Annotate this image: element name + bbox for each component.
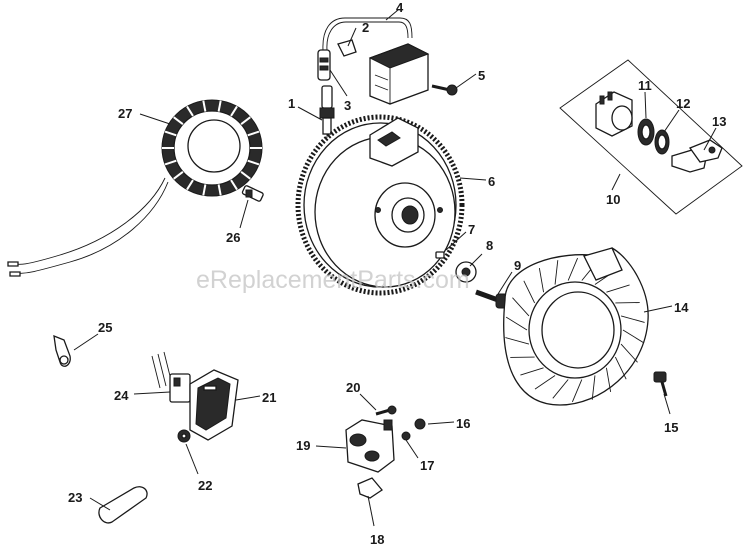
callout-9[interactable]: 9 <box>514 258 521 273</box>
callout-26[interactable]: 26 <box>226 230 240 245</box>
ignition-keys[interactable] <box>671 139 723 173</box>
lead-clip[interactable] <box>337 39 357 57</box>
starter-solenoid[interactable] <box>345 419 395 473</box>
blower-housing[interactable] <box>503 247 649 406</box>
callout-22[interactable]: 22 <box>198 478 212 493</box>
rectifier-regulator[interactable] <box>189 369 239 441</box>
stator-screw[interactable] <box>241 185 264 202</box>
solenoid-clip[interactable] <box>357 477 383 499</box>
insulator-sleeve[interactable] <box>98 486 148 524</box>
callout-16[interactable]: 16 <box>456 416 470 431</box>
callout-11[interactable]: 11 <box>638 78 652 93</box>
watermark: eReplacementParts.com <box>196 266 470 294</box>
callout-6[interactable]: 6 <box>488 174 495 189</box>
flywheel-washer[interactable] <box>455 261 477 283</box>
callout-19[interactable]: 19 <box>296 438 310 453</box>
callout-21[interactable]: 21 <box>262 390 276 405</box>
rectifier-screw[interactable] <box>177 429 191 443</box>
callout-8[interactable]: 8 <box>486 238 493 253</box>
flywheel[interactable] <box>295 114 465 296</box>
solenoid-washer[interactable] <box>401 431 411 441</box>
callout-14[interactable]: 14 <box>674 300 689 315</box>
ignition-module[interactable] <box>322 17 430 105</box>
spark-plug[interactable] <box>319 85 335 140</box>
callout-23[interactable]: 23 <box>68 490 82 505</box>
leader-lines <box>73 9 717 527</box>
switch-nut[interactable] <box>637 118 655 146</box>
callout-10[interactable]: 10 <box>606 192 620 207</box>
callout-20[interactable]: 20 <box>346 380 360 395</box>
callout-25[interactable]: 25 <box>98 320 112 335</box>
blower-screw[interactable] <box>653 371 668 397</box>
callout-2[interactable]: 2 <box>362 20 369 35</box>
callout-3[interactable]: 3 <box>344 98 351 113</box>
solenoid-screw[interactable] <box>375 405 397 416</box>
callout-4[interactable]: 4 <box>396 0 404 15</box>
stator[interactable] <box>7 99 263 277</box>
callout-5[interactable]: 5 <box>478 68 485 83</box>
callout-17[interactable]: 17 <box>420 458 434 473</box>
wire-connector[interactable] <box>151 351 191 403</box>
spark-plug-terminal[interactable] <box>317 49 331 81</box>
callout-24[interactable]: 24 <box>114 388 129 403</box>
key-switch[interactable] <box>595 91 633 137</box>
callouts: 1 2 3 4 5 6 7 8 9 10 11 12 13 14 15 16 1… <box>68 0 726 547</box>
switch-bezel[interactable] <box>654 129 670 155</box>
callout-27[interactable]: 27 <box>118 106 132 121</box>
wire-clip[interactable] <box>53 334 71 367</box>
module-bolt[interactable] <box>431 84 458 96</box>
solenoid-nut[interactable] <box>414 418 426 430</box>
callout-18[interactable]: 18 <box>370 532 384 547</box>
key-switch-group <box>559 59 743 215</box>
callout-12[interactable]: 12 <box>676 96 690 111</box>
flywheel-key[interactable] <box>435 251 445 259</box>
callout-7[interactable]: 7 <box>468 222 475 237</box>
callout-1[interactable]: 1 <box>288 96 295 111</box>
callout-15[interactable]: 15 <box>664 420 678 435</box>
callout-13[interactable]: 13 <box>712 114 726 129</box>
